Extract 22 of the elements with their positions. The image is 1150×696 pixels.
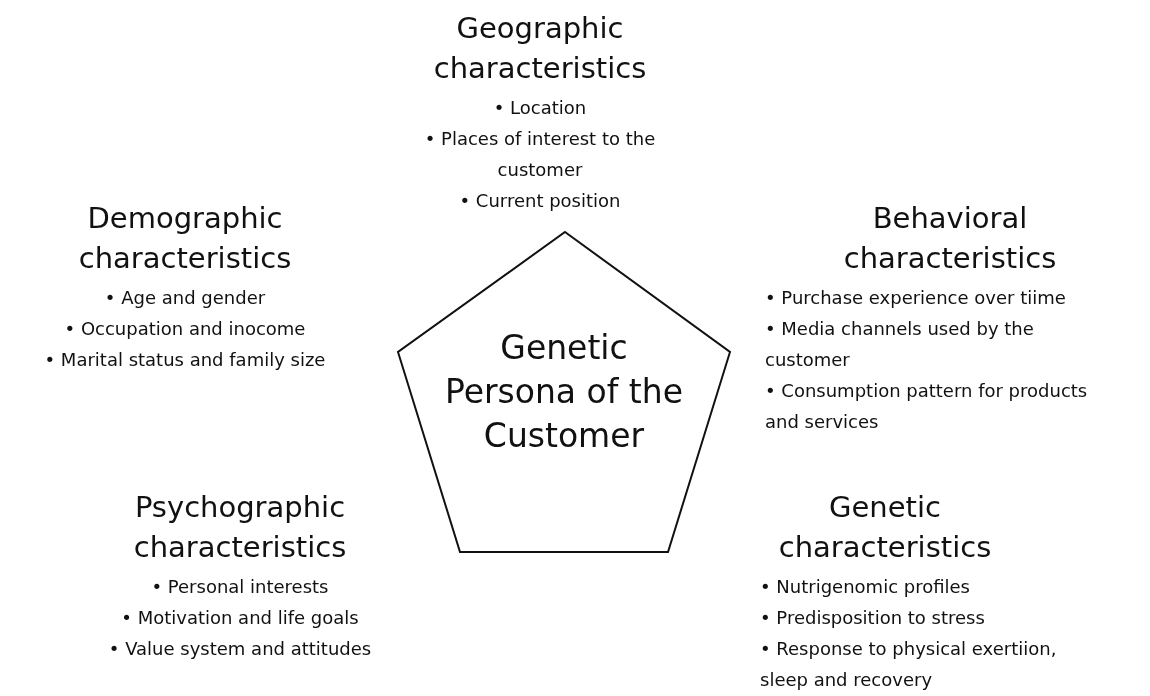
bullet-item: • Predisposition to stress — [760, 606, 986, 630]
group-heading: Genetic characteristics — [777, 489, 993, 566]
bullet-item: • Response to physical exertiion, sleep and recovery — [760, 637, 1058, 692]
bullet-item: • Location — [492, 96, 588, 120]
bullet-item: • Age and gender — [103, 286, 267, 310]
center-title: Genetic Persona of the Customer — [443, 327, 685, 457]
bullet-item: • Purchase experience over tiime — [765, 286, 1067, 310]
bullet-item: • Motivation and life goals — [120, 606, 360, 630]
bullet-item: • Occupation and inocome — [63, 317, 307, 341]
bullet-item: • Nutrigenomic profiles — [760, 575, 971, 599]
bullet-item: • Personal interests — [150, 575, 330, 599]
pentagon-node — [396, 230, 732, 554]
group-heading: Psychographic characteristics — [132, 489, 348, 566]
group-heading: Geographic characteristics — [432, 10, 648, 87]
bullet-item: • Marital status and family size — [43, 348, 327, 372]
group-heading: Demographic characteristics — [77, 200, 293, 277]
bullet-item: • Places of interest to the customer — [423, 127, 657, 182]
bullet-item: • Value system and attitudes — [107, 637, 373, 661]
bullet-item: • Media channels used by the customer — [765, 317, 1035, 372]
group-heading: Behavioral characteristics — [842, 200, 1058, 277]
bullet-item: • Current position — [458, 189, 622, 213]
bullet-item: • Consumption pattern for products and services — [765, 379, 1089, 434]
